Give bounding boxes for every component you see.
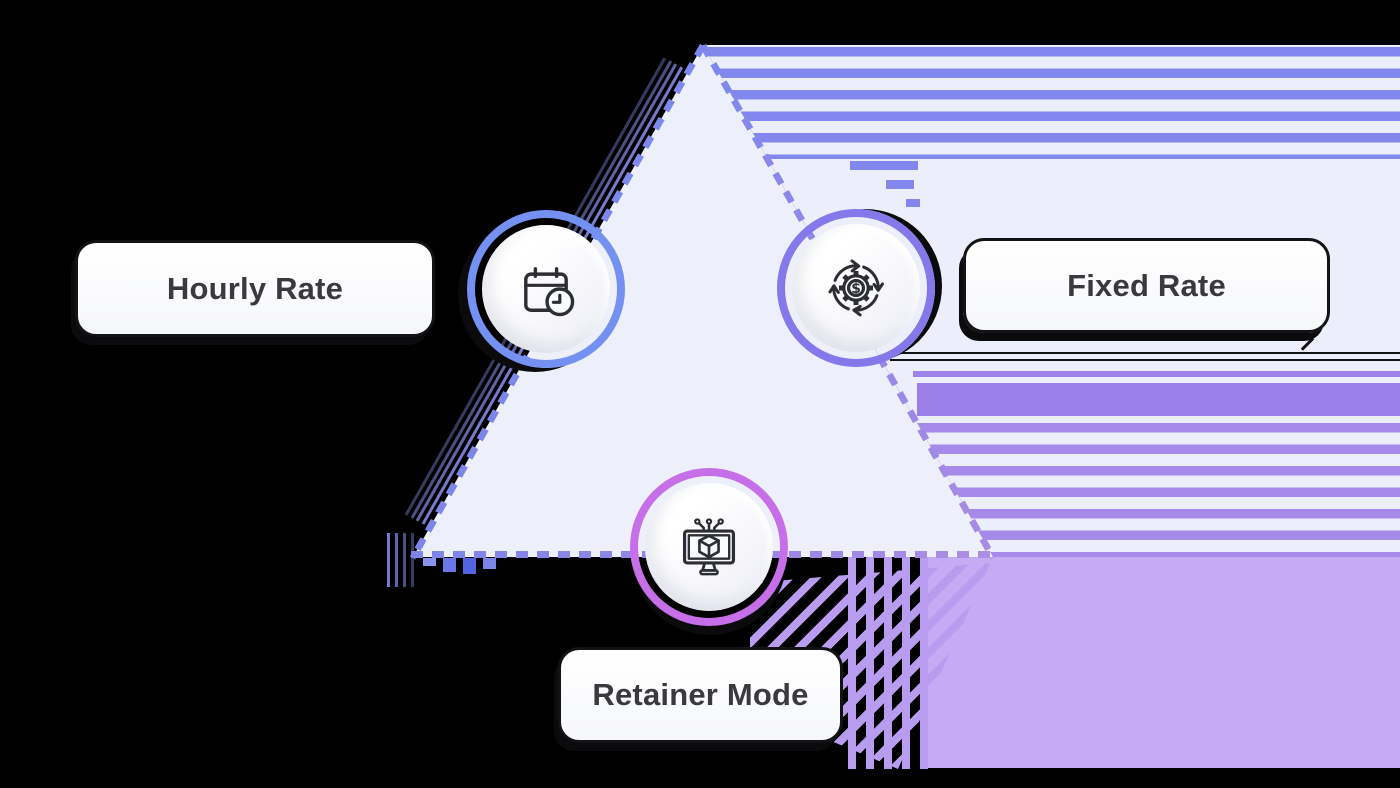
double-rule-line <box>890 352 1400 354</box>
vertical-stripes <box>848 557 928 769</box>
pill-label: Hourly Rate <box>166 270 344 306</box>
extra-dash <box>483 558 496 569</box>
gear-dollar-cycle-icon: $ <box>828 259 884 317</box>
node-retainer-mode-circle <box>630 468 788 626</box>
node-inner-disc <box>645 483 773 611</box>
extra-dash <box>423 558 436 566</box>
node-inner-disc: $ <box>792 224 920 352</box>
thin-purple-stripe <box>913 371 1400 377</box>
stripe-fragment <box>906 199 920 207</box>
stripe-fragment <box>850 161 918 170</box>
calendar-clock-icon <box>524 267 575 317</box>
stripe-fragment <box>886 180 914 189</box>
node-hourly-rate-circle <box>467 210 625 368</box>
extra-dash <box>463 558 476 574</box>
double-rule-line <box>890 359 1400 361</box>
extra-dash <box>443 558 456 572</box>
corner-accent-stub <box>387 533 390 587</box>
pill-label: Retainer Mode <box>592 677 809 712</box>
horizontal-stripes-top <box>703 47 1400 159</box>
purple-block <box>920 557 1400 768</box>
label-pill-hourly-rate: Hourly Rate <box>75 240 435 337</box>
pill-label: Fixed Rate <box>1067 267 1226 303</box>
corner-accent-stub <box>411 533 414 587</box>
svg-text:$: $ <box>851 281 861 297</box>
node-inner-disc <box>482 225 610 353</box>
monitor-cube-antenna-icon <box>682 518 736 576</box>
thick-purple-band <box>917 383 1400 416</box>
node-fixed-rate-circle: $ <box>777 209 935 367</box>
corner-accent-stub <box>395 533 398 587</box>
label-pill-retainer-mode: Retainer Mode <box>558 647 843 743</box>
corner-accent-stub <box>403 533 406 587</box>
label-pill-fixed-rate: Fixed Rate <box>963 238 1330 333</box>
